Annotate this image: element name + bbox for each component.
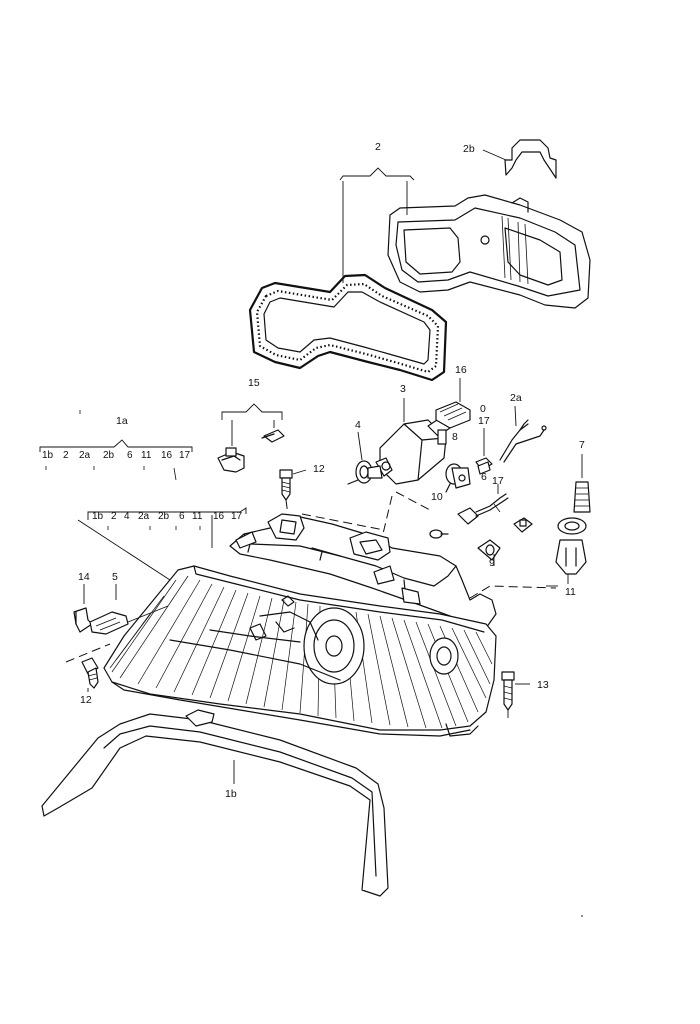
label-5: 5 [112,571,118,583]
label-12-upper: 12 [313,463,325,475]
part-7-socket [555,454,591,584]
label-10: 10 [431,491,443,503]
part-13-screw [501,671,530,718]
ref2-item: 2b [158,511,170,522]
part-10-bulb [445,463,471,493]
label-17-lower: 17 [492,475,504,487]
label-0: 0 [480,403,486,415]
label-14: 14 [78,571,90,583]
ref1-item: 16 [161,450,173,461]
reference-list-1a [39,410,247,581]
ref1-item: 1b [42,450,54,461]
part-1a-headlight [103,513,497,737]
label-17-upper: 17 [478,415,490,427]
assembly-lines [381,491,558,599]
label-3: 3 [400,383,406,395]
ref2-item: 16 [213,511,225,522]
part-17-pigtail [457,484,533,533]
ref2-item: 2 [111,511,117,522]
label-9: 9 [489,557,495,569]
label-6: 6 [481,471,487,483]
part-4-bulb-socket [347,431,383,485]
ref1-item: 17 [179,450,191,461]
label-1b: 1b [225,788,237,800]
part-2-housing-frame [387,194,591,309]
label-4: 4 [355,419,361,431]
part-12-screw-lower [65,643,111,692]
ref2-item: 6 [179,511,185,522]
label-8: 8 [452,431,458,443]
ref1-item: 2a [79,450,91,461]
part-16-connector [435,378,471,429]
label-1a: 1a [116,415,128,427]
label-2a: 2a [510,392,522,404]
ref2-item: 2a [138,511,150,522]
part-15-clip-screw [217,403,285,473]
ref2-item: 17 [231,511,243,522]
part-2a-wire [499,405,547,463]
ref2-item: 11 [192,511,203,522]
label-16: 16 [455,364,467,376]
part-2b-bracket [482,139,557,179]
stray-dot [581,915,583,917]
label-15: 15 [248,377,260,389]
part-17-6-connectors [475,428,493,475]
ref2-item: 4 [124,511,130,522]
ref1-item: 11 [141,450,152,461]
ref1-item: 2 [63,450,69,461]
part-9-bulb-holder [477,539,501,566]
label-2b: 2b [463,143,475,155]
reference-row-1: 1b 2 2a 2b 6 11 16 17 [42,450,191,461]
part-14-5-clip-bracket [73,584,169,635]
label-12-lower: 12 [80,694,92,706]
reference-row-2: 1b 2 4 2a 2b 6 11 16 17 [92,511,243,522]
label-2: 2 [375,141,381,153]
ref1-item: 6 [127,450,133,461]
ref2-item: 1b [92,511,104,522]
label-7: 7 [579,439,585,451]
ref1-item: 2b [103,450,115,461]
label-13: 13 [537,679,549,691]
label-11: 11 [565,586,576,598]
part-1b-trim-strip [41,709,389,897]
part-2-gasket [248,167,448,382]
side-marker-bulb [429,529,449,539]
